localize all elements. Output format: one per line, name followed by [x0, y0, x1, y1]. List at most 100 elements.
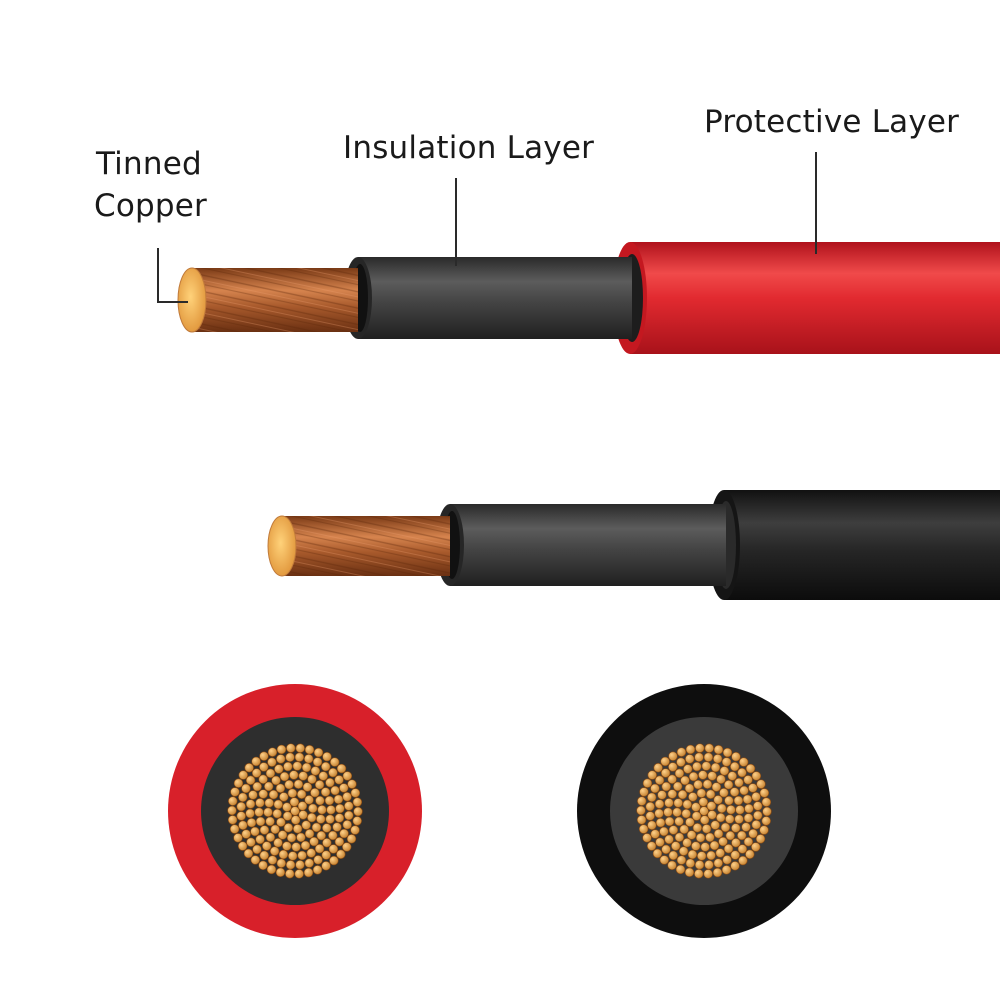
copper-strand	[642, 778, 653, 788]
copper-strand	[701, 824, 712, 834]
copper-strand	[292, 824, 303, 834]
copper-strand	[315, 795, 325, 806]
copper-strand	[283, 823, 294, 833]
copper-strand	[302, 782, 313, 792]
copper-strand	[311, 822, 322, 833]
copper-strand	[301, 820, 311, 830]
copper-strand	[264, 798, 274, 808]
copper-strand	[273, 838, 283, 848]
copper-strand	[328, 767, 338, 778]
copper-strand	[636, 815, 647, 825]
copper-strand	[702, 779, 713, 789]
copper-strand	[661, 844, 671, 855]
copper-strand	[309, 836, 319, 847]
copper-strand	[274, 764, 284, 774]
copper-strand	[654, 808, 664, 819]
copper-strand	[250, 855, 261, 865]
copper-strand	[683, 764, 693, 774]
copper-strand	[273, 799, 283, 810]
copper-strand	[722, 855, 732, 865]
copper-strand	[277, 830, 288, 840]
copper-strand	[730, 850, 740, 860]
copper-strand	[282, 841, 292, 851]
copper-strand	[294, 752, 305, 762]
copper-strand	[654, 799, 665, 809]
copper-strand	[682, 838, 692, 848]
copper-strand	[342, 771, 353, 781]
copper-strand	[737, 844, 748, 854]
copper-core-red-cable	[177, 267, 358, 333]
copper-strand	[680, 775, 690, 786]
copper-strand	[696, 788, 707, 798]
copper-strand	[761, 816, 771, 826]
copper-strand	[238, 792, 248, 802]
copper-strand	[710, 762, 721, 773]
copper-strand	[695, 833, 706, 843]
protective-layer-black	[708, 490, 1000, 600]
copper-strand	[679, 824, 689, 834]
copper-strand	[265, 832, 276, 842]
copper-strand	[686, 830, 697, 840]
copper-strand	[289, 797, 300, 807]
copper-strand	[638, 824, 649, 834]
copper-strand	[310, 788, 320, 798]
copper-strand	[731, 752, 741, 762]
copper-strand	[719, 788, 729, 798]
copper-strand	[694, 869, 704, 879]
copper-strand	[642, 833, 652, 843]
copper-strand	[304, 744, 315, 755]
copper-strand	[663, 807, 673, 817]
copper-strand	[321, 761, 331, 772]
copper-strand	[296, 789, 307, 799]
copper-strand	[652, 848, 663, 859]
copper-strand	[233, 833, 243, 843]
copper-strand	[661, 781, 671, 792]
copper-strand	[692, 823, 703, 833]
copper-strand	[304, 829, 315, 839]
copper-strand	[688, 792, 698, 802]
copper-strand	[721, 757, 732, 767]
copper-strand	[237, 841, 248, 851]
copper-strand	[719, 766, 730, 776]
copper-strand	[244, 763, 254, 773]
copper-strand	[271, 775, 281, 786]
copper-strand	[739, 785, 749, 796]
copper-strand	[251, 768, 262, 778]
copper-strand	[703, 869, 713, 879]
copper-strand	[674, 768, 685, 778]
copper-strand	[664, 798, 674, 808]
copper-strand	[284, 779, 294, 790]
copper-strand	[306, 848, 316, 858]
copper-strand	[314, 843, 325, 854]
copper-strand	[645, 801, 655, 812]
copper-strand	[753, 801, 763, 811]
copper-strand	[321, 861, 331, 871]
copper-strand	[660, 768, 671, 778]
copper-strand	[667, 860, 677, 870]
copper-strand	[259, 825, 270, 835]
copper-strand	[251, 756, 261, 767]
copper-strand	[682, 799, 692, 810]
copper-strand	[734, 814, 744, 824]
copper-strand	[265, 768, 276, 778]
copper-strand	[691, 841, 701, 851]
copper-strand	[711, 782, 722, 792]
copper-strand	[297, 850, 307, 861]
copper-strand	[255, 798, 265, 808]
copper-strand	[314, 780, 325, 790]
copper-strand	[312, 865, 323, 875]
copper-strand	[259, 751, 269, 761]
copper-strand	[713, 744, 724, 755]
copper-strand	[753, 810, 763, 821]
copper-strand	[723, 843, 734, 854]
copper-strand	[241, 783, 251, 794]
copper-strand	[647, 770, 657, 780]
copper-strand	[660, 756, 670, 767]
copper-strand	[704, 860, 714, 870]
copper-strand	[717, 803, 727, 814]
copper-strand	[655, 837, 665, 847]
copper-strand	[762, 806, 772, 817]
copper-strand	[744, 803, 754, 814]
copper-strand	[276, 754, 286, 764]
copper-strand	[352, 797, 363, 807]
